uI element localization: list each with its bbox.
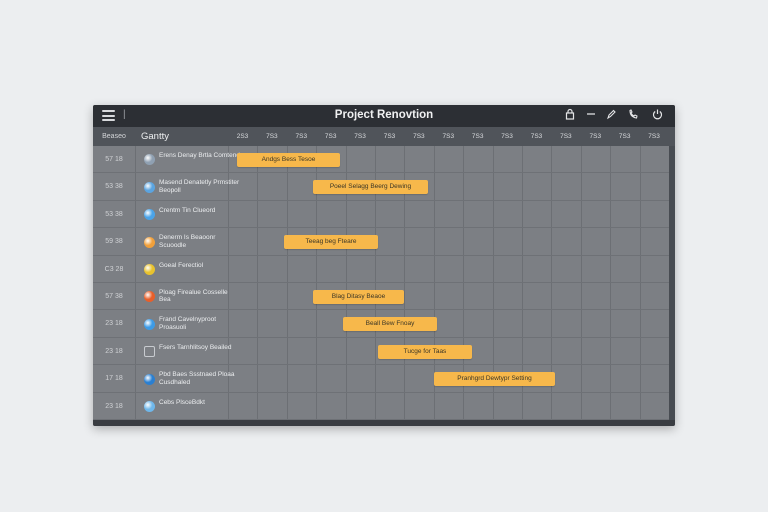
timeline-day-label: 7S3 (295, 133, 308, 140)
edit-pencil-icon[interactable] (604, 108, 618, 123)
globe-icon (144, 373, 155, 385)
gantt-row[interactable]: 53 38 Masend Denatetly Prmstiter Beopoll (93, 173, 669, 201)
grid-line (551, 146, 552, 420)
task-name: Ploag Firealue Cosselle Bea (159, 288, 228, 304)
timeline-day-label: 2S3 (236, 133, 249, 140)
task-name: Fsers Tarnhlitsoy Beailed (159, 343, 232, 351)
task-bar[interactable]: Poeel Selagg Beerg Dewing (313, 180, 428, 194)
grid-line (257, 146, 258, 420)
grid-line (640, 146, 641, 420)
timeline-day-label: 7S3 (442, 133, 455, 140)
task-name: Goeal Ferectiol (159, 261, 204, 269)
grid-line (610, 146, 611, 420)
row-id: 59 38 (105, 238, 123, 245)
task-bar[interactable]: Teeag beg Fteare (284, 235, 378, 249)
grid-line (346, 146, 347, 420)
row-id: 23 18 (105, 320, 123, 327)
row-id: 57 18 (105, 155, 123, 163)
globe-icon (144, 264, 155, 275)
grid-line (316, 146, 317, 420)
power-icon[interactable] (650, 108, 664, 123)
globe-icon (144, 291, 155, 302)
phone-icon[interactable] (626, 108, 640, 123)
row-id: 23 18 (105, 347, 123, 355)
gantt-row[interactable]: 23 18 Frand Cavelnyproot Proasuoli (93, 310, 669, 338)
gantt-window: | Project Renovtion Beaseo Gantty 2S3 7S3… (93, 105, 675, 426)
timeline-day-label: 7S3 (471, 133, 484, 140)
task-bar[interactable]: Andgs Bess Tesoe (237, 153, 340, 167)
globe-icon (144, 181, 155, 193)
gantt-row[interactable]: 17 18 Pbd Baes Ssstnaed Ploaa Cusdhaled (93, 365, 669, 393)
gantt-row[interactable]: 59 38 Denerm Is Beaoonr Scuoodle (93, 228, 669, 256)
column-header-task[interactable]: Gantty (141, 131, 169, 142)
timeline-day-label: 7S3 (413, 133, 425, 140)
window-title: Project Renovtion (334, 109, 434, 121)
globe-icon (144, 154, 155, 165)
task-bar[interactable]: Pranhgrd Dewtypr Setting (434, 372, 555, 386)
minimize-icon[interactable] (584, 108, 598, 123)
title-bar: | Project Renovtion (93, 105, 675, 127)
globe-icon (144, 236, 155, 248)
globe-icon (144, 209, 155, 220)
timeline-day-label: 7S3 (266, 133, 278, 140)
row-id: 53 38 (105, 210, 123, 218)
grid-line (287, 146, 288, 420)
task-bar[interactable]: Tucge for Taas (378, 345, 472, 359)
task-bar[interactable]: Blag Ditasy Beaoe (313, 290, 404, 304)
row-id: C3 28 (104, 265, 124, 273)
grid-line (135, 146, 136, 420)
timeline-day-label: 7S3 (648, 133, 660, 140)
gantt-header-row: Beaseo Gantty 2S3 7S3 7S3 7S3 7S3 7S3 7S3 7S3 7S… (93, 127, 675, 146)
timeline-day-label: 7S3 (354, 133, 366, 140)
task-bar[interactable]: Beall Bew Fnoay (343, 317, 437, 331)
grid-line (581, 146, 582, 420)
column-header-id[interactable]: Beaseo (102, 133, 126, 140)
square-icon (144, 346, 155, 357)
row-id: 57 38 (105, 292, 123, 300)
task-name: Erens Denay Brtla Comtend (159, 151, 240, 159)
globe-icon (144, 401, 155, 412)
lock-icon[interactable] (563, 108, 577, 123)
title-separator: | (123, 109, 126, 120)
grid-line (375, 146, 376, 420)
task-name: Crentm Tin Clueord (159, 206, 216, 214)
row-id: 17 18 (105, 375, 123, 382)
grid-line (228, 146, 229, 420)
globe-icon (144, 318, 155, 330)
grid-line (434, 146, 435, 420)
grid-line (493, 146, 494, 420)
task-name: Cebs PlsceBdkt (159, 398, 205, 406)
row-id: 23 18 (105, 402, 123, 410)
scrollbar-thumb[interactable] (669, 146, 675, 420)
vertical-scrollbar[interactable] (669, 146, 675, 420)
timeline-day-label: 7S3 (383, 133, 396, 140)
task-name: Denerm Is Beaoonr Scuoodle (159, 234, 216, 249)
timeline-day-label: 7S3 (530, 133, 543, 140)
grid-line (522, 146, 523, 420)
timeline-day-label: 7S3 (324, 133, 337, 140)
timeline-day-label: 7S3 (501, 133, 513, 140)
row-id: 53 38 (105, 183, 123, 190)
timeline-day-label: 7S3 (618, 133, 631, 140)
timeline-day-label: 7S3 (589, 133, 602, 140)
gantt-grid: 57 18 Erens Denay Brtla Comtend 53 38 Masen… (93, 146, 675, 420)
menu-icon[interactable] (102, 110, 115, 121)
task-name: Masend Denatetly Prmstiter Beopoll (159, 179, 240, 194)
window-bottom-edge (93, 420, 675, 426)
grid-line (404, 146, 405, 420)
gantt-row[interactable]: 57 38 Ploag Firealue Cosselle Bea (93, 283, 669, 310)
gantt-row[interactable]: 57 18 Erens Denay Brtla Comtend (93, 146, 669, 173)
task-name: Frand Cavelnyproot Proasuoli (159, 316, 217, 331)
grid-line (463, 146, 464, 420)
gantt-row[interactable]: 23 18 Cebs PlsceBdkt (93, 393, 669, 420)
task-name: Pbd Baes Ssstnaed Ploaa Cusdhaled (159, 371, 235, 386)
timeline-day-label: 7S3 (560, 133, 572, 140)
gantt-row[interactable]: 53 38 Crentm Tin Clueord (93, 201, 669, 228)
gantt-row[interactable]: 23 18 Fsers Tarnhlitsoy Beailed (93, 338, 669, 365)
gantt-row[interactable]: C3 28 Goeal Ferectiol (93, 256, 669, 283)
